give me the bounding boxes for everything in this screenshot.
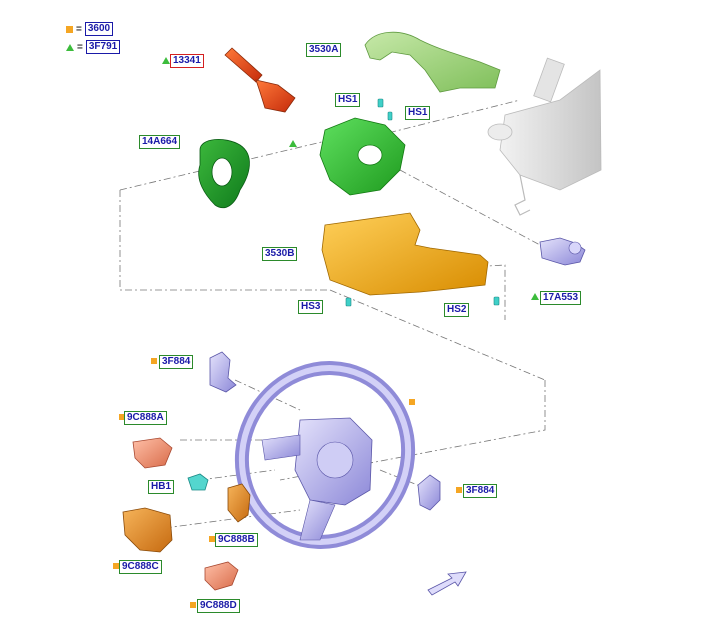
callout-hs1-right[interactable]: HS1: [405, 106, 431, 120]
legend-triangle: = 3F791: [66, 40, 121, 54]
triangle-marker-icon: [531, 293, 539, 300]
callout-14a664[interactable]: 14A664: [139, 135, 181, 149]
switch-9c888a: [132, 437, 173, 469]
callout-3530a[interactable]: 3530A: [306, 43, 342, 57]
triangle-marker-icon: [66, 43, 74, 51]
bracket-3f884-left: [209, 351, 237, 393]
callout-hb1[interactable]: HB1: [148, 480, 175, 494]
switch-9c888d: [204, 561, 239, 591]
square-marker-icon: [190, 602, 196, 608]
steering-column: [487, 57, 602, 216]
legend-square: = 3600: [66, 22, 114, 36]
callout-9c888c[interactable]: 9C888C: [119, 560, 162, 574]
square-marker-icon: [113, 563, 119, 569]
callout-17a553[interactable]: 17A553: [540, 291, 582, 305]
switch-9c888c: [122, 507, 173, 553]
legend-equals: =: [76, 23, 82, 35]
square-marker-icon: [151, 358, 157, 364]
part-hb1: [187, 473, 209, 491]
callout-hs3[interactable]: HS3: [298, 300, 324, 314]
callout-9c888a[interactable]: 9C888A: [124, 411, 167, 425]
steering-wheel: [234, 361, 416, 549]
callout-hs2[interactable]: HS2: [444, 303, 470, 317]
multifunction-switch-13341: [224, 47, 296, 113]
callout-3530b[interactable]: 3530B: [262, 247, 298, 261]
legend-triangle-code: 3F791: [85, 40, 121, 54]
callout-9c888b[interactable]: 9C888B: [215, 533, 258, 547]
triangle-marker-icon: [289, 140, 297, 147]
callout-3f884-left[interactable]: 3F884: [159, 355, 194, 369]
view-direction-arrow: [427, 571, 467, 596]
square-marker-icon: [119, 414, 125, 420]
callout-13341[interactable]: 13341: [170, 54, 204, 68]
lower-shroud-3530b: [321, 212, 489, 296]
triangle-marker-icon: [162, 57, 170, 64]
callout-9c888d[interactable]: 9C888D: [197, 599, 240, 613]
ignition-switch-17a553: [539, 237, 586, 266]
square-marker-icon: [409, 399, 415, 405]
upper-shroud-3530a: [364, 31, 501, 93]
callout-3f884-right[interactable]: 3F884: [463, 484, 498, 498]
switch-module-housing: [319, 117, 406, 196]
legend-equals: =: [77, 41, 83, 53]
screws: [345, 98, 500, 307]
square-marker-icon: [66, 25, 73, 33]
clockspring-14a664: [198, 139, 250, 209]
square-marker-icon: [209, 536, 215, 542]
legend-square-code: 3600: [84, 22, 114, 36]
square-marker-icon: [456, 487, 462, 493]
bracket-3f884-right: [417, 474, 441, 511]
callout-hs1-left[interactable]: HS1: [335, 93, 361, 107]
switch-9c888b: [227, 483, 251, 523]
